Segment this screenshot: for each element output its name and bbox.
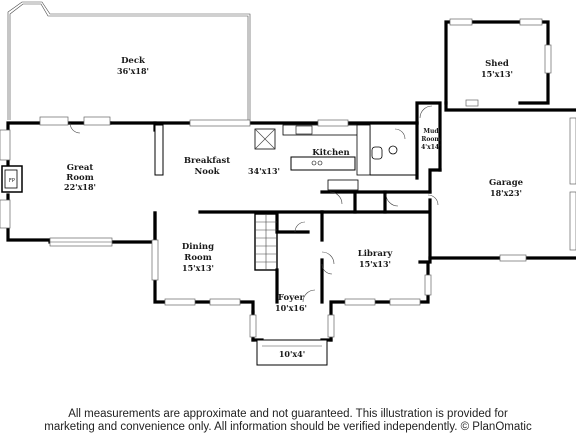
porch-dimension: 10'x4' xyxy=(279,349,305,359)
mud-room-label-line1: Mud xyxy=(423,128,439,135)
garage-label: Garage xyxy=(489,178,524,188)
breakfast-nook-dimension: 34'x13' xyxy=(248,166,280,176)
front-porch xyxy=(256,339,328,366)
breakfast-nook-label-line1: Breakfast xyxy=(184,156,230,166)
kitchen-fixtures xyxy=(254,105,433,191)
great-room-label-line1: Great xyxy=(67,163,94,173)
garage-dimension: 18'x23' xyxy=(490,188,522,198)
deck-label: Deck xyxy=(121,56,146,66)
fireplace: FP xyxy=(1,165,23,193)
disclaimer-line2: marketing and convenience only. All info… xyxy=(44,421,532,433)
doors xyxy=(69,122,439,303)
disclaimer: All measurements are approximate and not… xyxy=(0,408,576,434)
room-labels: Deck 36'x18' Shed 15'x13' Great Room 22'… xyxy=(64,56,524,359)
dining-room-label-line2: Room xyxy=(184,253,211,263)
library-dimension: 15'x13' xyxy=(359,259,391,269)
shed-dimension: 15'x13' xyxy=(481,69,513,79)
kitchen-label: Kitchen xyxy=(312,148,350,158)
deck-dimension: 36'x18' xyxy=(117,66,149,76)
disclaimer-line1: All measurements are approximate and not… xyxy=(68,408,508,420)
foyer-dimension: 10'x16' xyxy=(275,303,307,313)
stairs xyxy=(255,214,277,270)
great-room-windows xyxy=(0,116,113,247)
mud-room-dimension: 4'x14' xyxy=(421,144,441,151)
fireplace-label: FP xyxy=(9,178,15,184)
deck-outline xyxy=(7,1,251,121)
foyer-label: Foyer xyxy=(278,293,305,303)
shed-label: Shed xyxy=(485,59,509,69)
mud-room-label-line2: Room xyxy=(421,136,441,143)
dining-room-dimension: 15'x13' xyxy=(182,263,214,273)
dining-room-label-line1: Dining xyxy=(182,242,214,252)
breakfast-nook-label-line2: Nook xyxy=(195,167,221,177)
great-room-label-line2: Room xyxy=(66,173,93,183)
library-label: Library xyxy=(358,249,394,259)
windows xyxy=(151,18,576,338)
great-room-dimension: 22'x18' xyxy=(64,182,96,192)
